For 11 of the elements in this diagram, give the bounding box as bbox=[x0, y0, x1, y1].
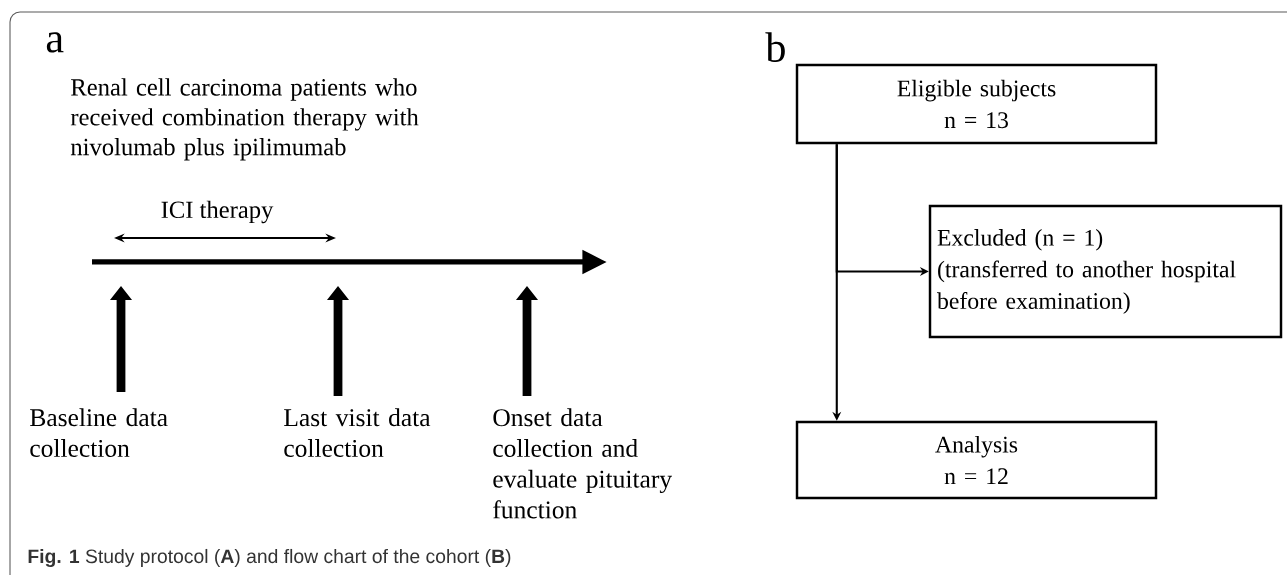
timepoint-label: Last visit data collection bbox=[284, 408, 431, 457]
figure-caption: Fig. 1 Study protocol (A) and flow chart of the cohort (B) bbox=[28, 548, 511, 568]
panel-letter: b bbox=[765, 32, 785, 62]
header-text: Renal cell carcinoma patients who received combination therapy with nivolumab plus ipilimumab bbox=[70, 78, 419, 161]
panel-letter: a bbox=[46, 32, 64, 53]
flow-box: Analysis n = 12 bbox=[795, 420, 1158, 500]
span-label: ICI therapy bbox=[161, 200, 274, 224]
timepoint-label: Onset data collection and evaluate pituitary function bbox=[493, 408, 672, 519]
flow-box: Eligible subjects n = 13 bbox=[795, 63, 1158, 145]
flow-box: Excluded (n = 1) (transferred to another hospital before examination) bbox=[928, 204, 1283, 339]
timepoint-label: Baseline data collection bbox=[30, 408, 168, 457]
